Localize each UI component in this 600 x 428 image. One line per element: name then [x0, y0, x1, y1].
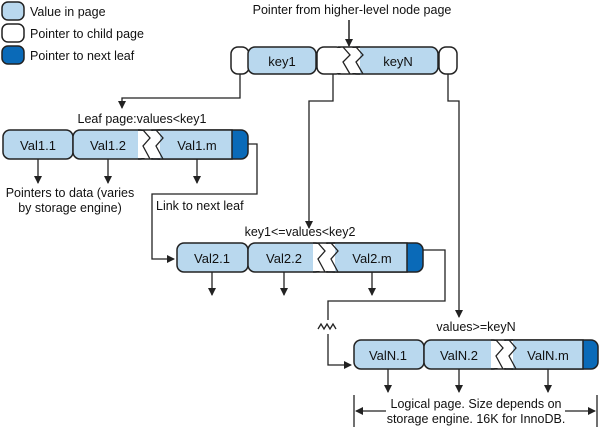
break-zigzag-icon [142, 129, 164, 160]
child-pointer-cell [230, 46, 250, 75]
key-label: keyN [383, 54, 413, 69]
leaf-caption: Leaf page:values<key1 [78, 112, 207, 126]
next-leaf-swatch-icon [1, 45, 25, 65]
value-label: Val1.1 [20, 138, 56, 153]
value-swatch-icon [1, 1, 25, 21]
break-zigzag-icon [317, 242, 339, 273]
next-leaf-link-2-end [327, 334, 352, 369]
legend-label: Pointer to child page [30, 27, 144, 41]
legend: Value in page Pointer to child page Poin… [1, 1, 144, 65]
value-cell [151, 129, 233, 160]
value-label: ValN.2 [440, 348, 478, 363]
child-pointer-cell [438, 46, 458, 75]
break-zigzag-icon [495, 339, 517, 370]
logical-page-dimension: Logical page. Size depends on storage en… [353, 395, 598, 427]
omitted-leaves-zigzag-icon [317, 322, 337, 331]
pointer-swatch-icon [1, 23, 25, 43]
value-label: Val2.m [352, 251, 392, 266]
leaf-page-2: key1<=values<key2 Val2.1 Val2.2 Val2.m [176, 225, 424, 296]
child-link-leafN [447, 74, 463, 318]
value-label: ValN.m [527, 348, 569, 363]
next-leaf-link-2 [327, 249, 446, 320]
value-cell [326, 242, 408, 273]
value-label: Val2.1 [194, 251, 230, 266]
root-caption: Pointer from higher-level node page [253, 3, 452, 17]
pointers-to-data-note: by storage engine) [18, 201, 122, 215]
pointers-to-data-note: Pointers to data (varies [6, 186, 135, 200]
value-label: Val1.2 [90, 138, 126, 153]
break-gap [338, 48, 360, 73]
leaf-page-1: Leaf page:values<key1 Val1.1 Val1.2 Val1… [2, 112, 249, 215]
legend-item-value: Value in page [1, 1, 106, 21]
link-to-next-leaf-note: Link to next leaf [156, 199, 244, 213]
next-leaf-link-1 [151, 143, 258, 263]
legend-label: Pointer to next leaf [30, 49, 135, 63]
legend-item-next-leaf: Pointer to next leaf [1, 45, 135, 65]
leaf-caption: key1<=values<key2 [245, 225, 356, 239]
value-label: Val1.m [177, 138, 217, 153]
leaf-page-N: values>=keyN ValN.1 ValN.2 ValN.m [353, 320, 599, 393]
value-label: ValN.1 [369, 348, 407, 363]
break-gap [491, 341, 513, 368]
legend-item-pointer: Pointer to child page [1, 23, 144, 43]
logical-page-note: Logical page. Size depends on [391, 397, 562, 411]
break-gap [138, 131, 160, 158]
key-cell [247, 46, 317, 75]
leaf-caption: values>=keyN [436, 320, 515, 334]
child-link-leaf1 [118, 74, 241, 109]
break-zigzag-icon [342, 46, 364, 75]
logical-page-note: storage engine. 16K for InnoDB. [387, 412, 566, 426]
legend-label: Value in page [30, 5, 106, 19]
value-label: Val2.2 [266, 251, 302, 266]
child-link-leaf2 [305, 74, 334, 229]
value-cell [504, 339, 584, 370]
root-page: Pointer from higher-level node page key1… [230, 3, 458, 75]
break-gap [313, 244, 335, 271]
key-label: key1 [268, 54, 295, 69]
